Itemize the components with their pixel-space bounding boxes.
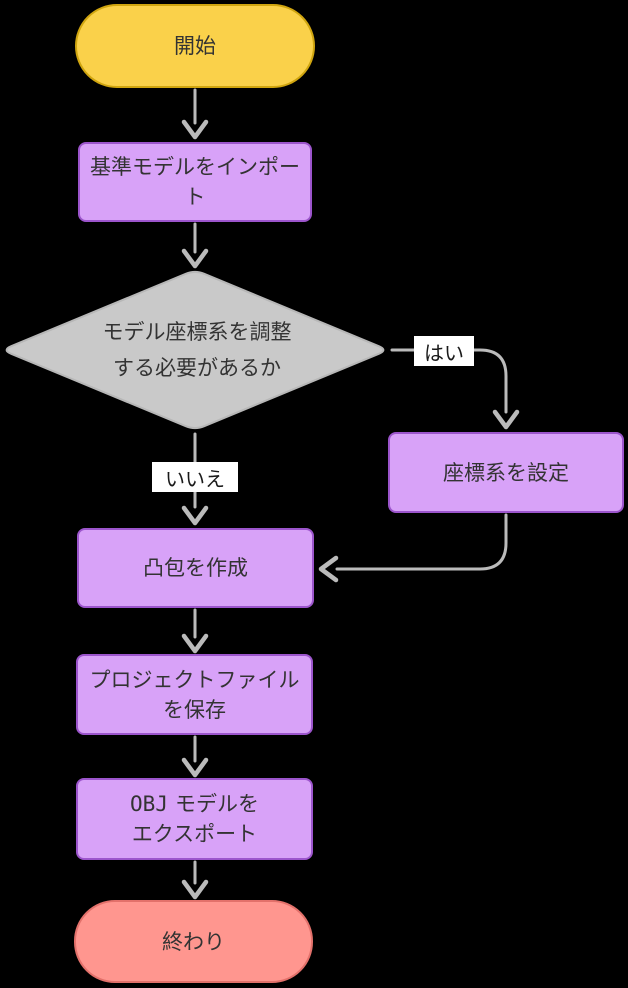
node-decision-label-line2: する必要があるか — [113, 356, 281, 380]
node-save-project-file-line1: プロジェクトファイル — [89, 667, 300, 692]
node-end: 終わり — [74, 900, 313, 983]
edge-label-yes-text: はい — [424, 340, 464, 365]
node-export-obj-model-line1-rest: モデルを — [174, 792, 259, 816]
node-export-obj-model-line2: エクスポート — [131, 822, 258, 846]
node-create-convex-hull: 凸包を作成 — [77, 528, 314, 608]
node-decision-label-line1: モデル座標系を調整 — [102, 320, 292, 344]
node-decision: モデル座標系を調整 する必要があるか — [0, 266, 394, 434]
node-start: 開始 — [75, 4, 315, 88]
edge-label-yes: はい — [414, 336, 474, 366]
arrowhead-save-export — [181, 757, 209, 778]
node-decision-label: モデル座標系を調整 する必要があるか — [0, 266, 394, 434]
edge-setcoords-hull — [335, 513, 508, 571]
obj-code-text: OBJ — [130, 792, 168, 816]
arrowhead-export-end — [181, 879, 209, 900]
node-import-model: 基準モデルをインポート — [78, 142, 312, 222]
arrowhead-decision-hull — [181, 505, 209, 526]
arrowhead-hull-save — [181, 633, 209, 654]
decision-diamond-shape — [5, 270, 385, 430]
node-save-project-file: プロジェクトファイル を保存 — [76, 654, 313, 735]
node-save-project-file-line2: を保存 — [163, 697, 226, 722]
node-create-convex-hull-label: 凸包を作成 — [143, 556, 248, 580]
arrowhead-setcoords-hull — [318, 555, 339, 583]
edge-label-no: いいえ — [152, 462, 238, 492]
edge-label-no-text: いいえ — [165, 466, 225, 491]
node-import-model-label: 基準モデルをインポート — [90, 155, 300, 209]
node-set-coordinate-system-label: 座標系を設定 — [443, 460, 569, 485]
node-end-label: 終わり — [162, 929, 225, 954]
node-set-coordinate-system: 座標系を設定 — [388, 432, 624, 513]
arrowhead-decision-setcoords — [492, 409, 520, 430]
node-start-label: 開始 — [174, 34, 216, 58]
arrowhead-start-import — [181, 119, 209, 140]
arrowhead-import-decision — [181, 248, 209, 269]
